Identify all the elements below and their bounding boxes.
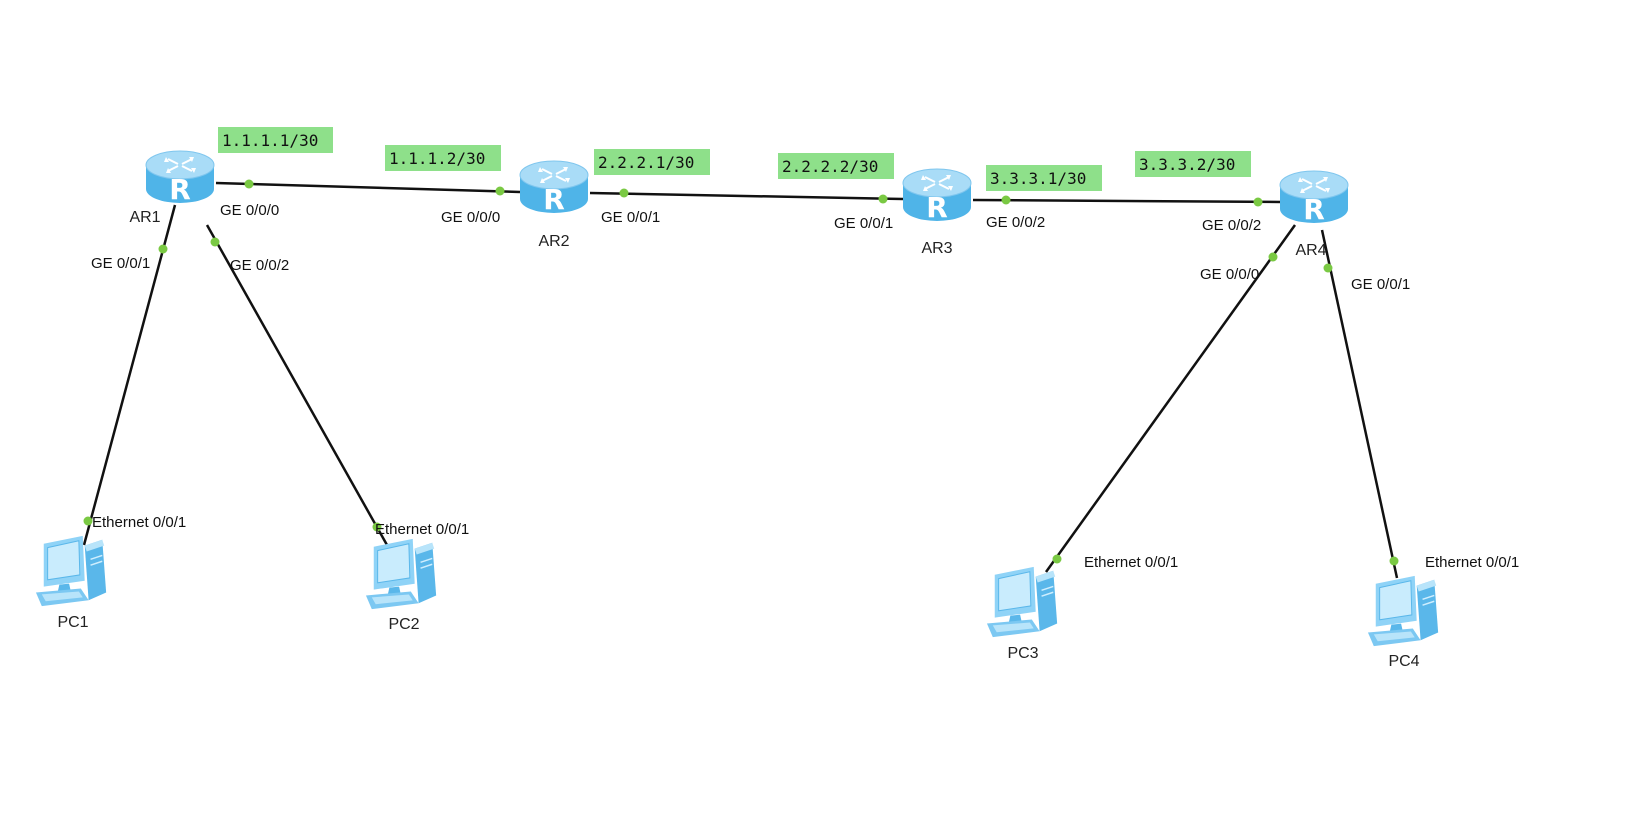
ip-text-ar4-ge002: 3.3.3.2/30 (1139, 155, 1235, 174)
router-icon (145, 150, 215, 207)
ip-text-ar1-ge000: 1.1.1.1/30 (222, 131, 318, 150)
port-dot-ar4-ge002 (1253, 197, 1263, 207)
router-icon (519, 160, 589, 217)
device-name-pc1: PC1 (57, 614, 88, 631)
router-ar1[interactable]: AR1 (129, 150, 215, 226)
pc-icon (35, 535, 107, 607)
port-label-ar4-ge001: GE 0/0/1 (1351, 276, 1410, 293)
link-ar1-pc2[interactable] (205, 224, 389, 546)
port-dot-pc4-eth (1389, 556, 1399, 566)
port-dot-ar3-ge001 (878, 194, 888, 204)
router-icon (902, 168, 972, 225)
port-dot-ar2-ge001 (619, 188, 629, 198)
ip-badge-ar3-ge001: 2.2.2.2/30 (778, 153, 894, 179)
port-dot-ar4-ge001 (1323, 263, 1333, 273)
ip-text-ar2-ge001: 2.2.2.1/30 (598, 153, 694, 172)
device-name-ar1: AR1 (129, 209, 160, 226)
router-icon (1279, 170, 1349, 227)
port-dots-layer (83, 179, 1399, 566)
port-dot-pc2-eth (372, 522, 382, 532)
port-dot-ar1-ge001 (158, 244, 168, 254)
ip-badge-ar3-ge002: 3.3.3.1/30 (986, 165, 1102, 191)
pc-pc1[interactable]: PC1 (35, 535, 107, 631)
ip-badge-ar4-ge002: 3.3.3.2/30 (1135, 151, 1251, 177)
port-label-ar3-ge002: GE 0/0/2 (986, 214, 1045, 231)
pc-pc2[interactable]: PC2 (365, 538, 437, 633)
pc-icon (1367, 575, 1439, 647)
port-dot-ar1-ge000 (244, 179, 254, 189)
pc-pc3[interactable]: PC3 (986, 566, 1058, 662)
pc-icon (986, 566, 1058, 638)
port-dot-pc1-eth (83, 516, 93, 526)
ip-badge-ar1-ge000: 1.1.1.1/30 (218, 127, 333, 153)
port-label-ar4-ge000: GE 0/0/0 (1200, 266, 1259, 283)
links-layer (82, 181, 1399, 579)
port-label-pc2-eth: Ethernet 0/0/1 (375, 521, 469, 538)
link-ar1-ar2[interactable] (215, 181, 521, 194)
pc-pc4[interactable]: PC4 (1367, 575, 1439, 670)
port-label-ar2-ge001: GE 0/0/1 (601, 209, 660, 226)
port-dot-ar3-ge002 (1001, 195, 1011, 205)
router-ar4[interactable]: AR4 (1279, 170, 1349, 259)
device-name-ar2: AR2 (538, 233, 569, 250)
port-label-ar2-ge000: GE 0/0/0 (441, 209, 500, 226)
port-label-ar1-ge000: GE 0/0/0 (220, 202, 279, 219)
ip-badge-ar2-ge001: 2.2.2.1/30 (594, 149, 710, 175)
link-ar4-pc4[interactable] (1320, 229, 1399, 579)
port-label-ar1-ge001: GE 0/0/1 (91, 255, 150, 272)
device-name-ar3: AR3 (921, 240, 952, 257)
port-label-ar1-ge002: GE 0/0/2 (230, 257, 289, 274)
port-label-pc1-eth: Ethernet 0/0/1 (92, 514, 186, 531)
link-ar3-ar4[interactable] (972, 198, 1283, 204)
port-label-pc3-eth: Ethernet 0/0/1 (1084, 554, 1178, 571)
device-name-pc2: PC2 (388, 616, 419, 633)
link-ar1-pc1[interactable] (82, 204, 177, 546)
pc-icon (365, 538, 437, 610)
router-ar2[interactable]: AR2 (519, 160, 589, 250)
ip-badge-ar2-ge000: 1.1.1.2/30 (385, 145, 501, 171)
port-dot-ar1-ge002 (210, 237, 220, 247)
ip-text-ar2-ge000: 1.1.1.2/30 (389, 149, 485, 168)
link-ar4-pc3[interactable] (1044, 224, 1297, 573)
port-dot-ar4-ge000 (1268, 252, 1278, 262)
ip-text-ar3-ge002: 3.3.3.1/30 (990, 169, 1086, 188)
device-name-pc3: PC3 (1007, 645, 1038, 662)
port-dot-pc3-eth (1052, 554, 1062, 564)
port-label-ar3-ge001: GE 0/0/1 (834, 215, 893, 232)
port-label-pc4-eth: Ethernet 0/0/1 (1425, 554, 1519, 571)
ip-text-ar3-ge001: 2.2.2.2/30 (782, 157, 878, 176)
device-name-ar4: AR4 (1295, 242, 1326, 259)
device-name-pc4: PC4 (1388, 653, 1419, 670)
port-label-ar4-ge002: GE 0/0/2 (1202, 217, 1261, 234)
router-ar3[interactable]: AR3 (902, 168, 972, 257)
port-dot-ar2-ge000 (495, 186, 505, 196)
link-ar2-ar3[interactable] (589, 191, 904, 201)
